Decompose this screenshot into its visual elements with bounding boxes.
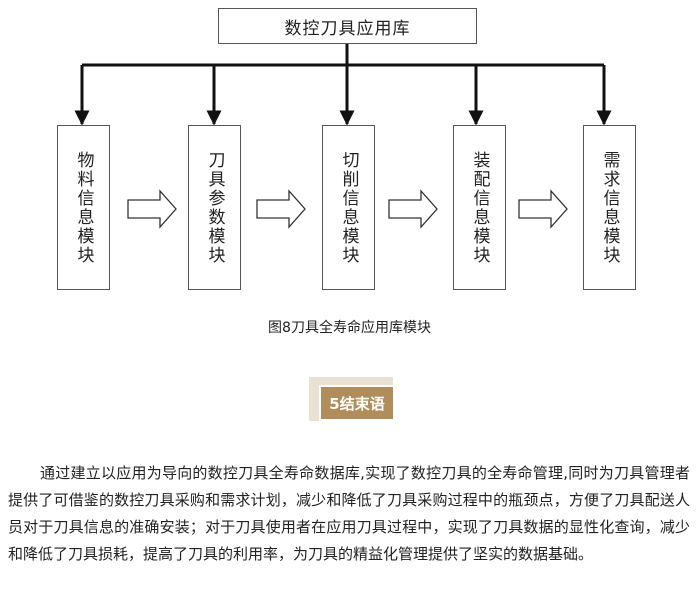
figure-caption: 图8刀具全寿命应用库模块: [268, 320, 431, 336]
heading-decoration: [309, 377, 319, 421]
heading-decoration: [309, 377, 393, 385]
diagram-connectors: [74, 44, 612, 229]
flow-arrow-1: [127, 189, 177, 229]
module-node-5: 需求信息模块: [583, 125, 636, 290]
section-title: 5结束语: [321, 387, 393, 419]
module-node-1: 物料信息模块: [57, 125, 110, 290]
flow-arrow-2: [256, 189, 306, 229]
flow-arrow-4: [518, 189, 568, 229]
root-node: 数控刀具应用库: [218, 8, 477, 44]
module-node-4: 装配信息模块: [453, 125, 506, 290]
flow-arrow-3: [388, 189, 438, 229]
section-heading: 5结束语: [309, 377, 393, 421]
body-paragraph: 通过建立以应用为导向的数控刀具全寿命数据库,实现了数控刀具的全寿命管理,同时为刀…: [8, 464, 690, 563]
module-node-2: 刀具参数模块: [188, 125, 241, 290]
module-node-3: 切削信息模块: [322, 125, 375, 290]
